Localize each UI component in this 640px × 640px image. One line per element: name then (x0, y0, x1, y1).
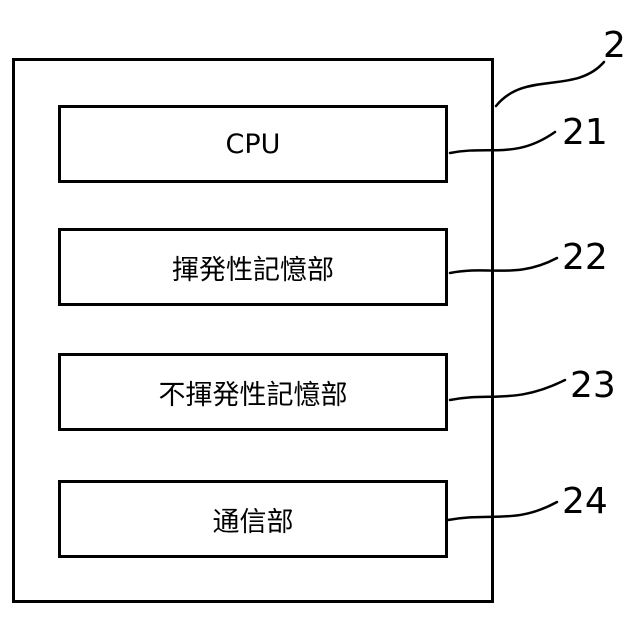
volatile-storage-label: 揮発性記憶部 (172, 248, 334, 287)
reference-numeral-cpu: 21 (562, 115, 608, 151)
reference-numeral-outer: 2 (603, 28, 626, 64)
communication-block: 通信部 (58, 480, 448, 558)
reference-numeral-communication: 24 (562, 484, 608, 520)
volatile-storage-block: 揮発性記憶部 (58, 228, 448, 306)
nonvolatile-storage-label: 不揮発性記憶部 (159, 373, 348, 412)
reference-numeral-nonvolatile: 23 (570, 368, 616, 404)
cpu-label: CPU (226, 129, 281, 160)
communication-label: 通信部 (213, 500, 294, 539)
nonvolatile-storage-block: 不揮発性記憶部 (58, 353, 448, 431)
cpu-block: CPU (58, 105, 448, 183)
reference-numeral-volatile: 22 (562, 240, 608, 276)
leader-line-outer (496, 62, 604, 106)
